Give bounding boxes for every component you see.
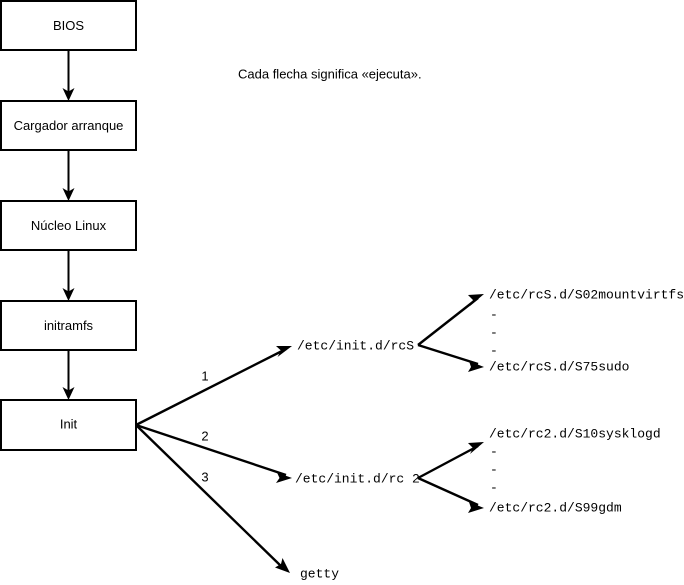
node-initramfs: initramfs: [0, 300, 137, 351]
node-kernel: Núcleo Linux: [0, 200, 137, 251]
init-branch-1-number: 1: [201, 368, 208, 383]
script-rc2-ellipsis-1: -: [490, 444, 498, 459]
node-bootloader-box: [0, 100, 137, 151]
script-group-rcs: /etc/rcS.d/S02mountvirtfs - - - /etc/rcS…: [417, 287, 684, 374]
node-init-box: [0, 399, 137, 451]
diagram-caption: Cada flecha significa «ejecuta».: [238, 66, 422, 81]
arrow-initramfs-to-init: [62, 350, 75, 400]
node-init-label: Init: [60, 416, 78, 431]
node-initramfs-box: [0, 300, 137, 351]
arrow-bios-to-bootloader: [62, 50, 75, 101]
script-rc2-last: /etc/rc2.d/S99gdm: [489, 500, 622, 515]
init-branch-1-target: /etc/init.d/rcS: [297, 338, 414, 353]
script-rc2-ellipsis-2: -: [490, 462, 498, 477]
arrow-bootloader-to-kernel: [62, 150, 75, 201]
node-bootloader: Cargador arranque: [0, 100, 137, 151]
node-kernel-label: Núcleo Linux: [31, 218, 107, 233]
node-initramfs-label: initramfs: [44, 318, 94, 333]
script-rcs-ellipsis-1: -: [490, 307, 498, 322]
script-rcs-ellipsis-3: -: [490, 343, 498, 358]
node-bios: BIOS: [0, 0, 137, 51]
node-init: Init: [0, 399, 137, 451]
init-branch-2-number: 2: [201, 428, 208, 443]
script-rc2-ellipsis-3: -: [490, 480, 498, 495]
script-rcs-first: /etc/rcS.d/S02mountvirtfs: [489, 287, 684, 302]
arrow-kernel-to-initramfs: [62, 250, 75, 301]
init-branch-1: 1 /etc/init.d/rcS: [135, 338, 414, 427]
node-bios-label: BIOS: [53, 18, 84, 33]
node-bios-box: [0, 0, 137, 51]
script-rc2-first: /etc/rc2.d/S10sysklogd: [489, 426, 661, 441]
init-branch-2: 2 /etc/init.d/rc 2: [135, 423, 420, 486]
boot-chain-group: BIOS Cargador arranque Núcleo Linux init…: [0, 0, 137, 451]
script-rcs-last: /etc/rcS.d/S75sudo: [489, 359, 629, 374]
script-group-rc2: /etc/rc2.d/S10sysklogd - - - /etc/rc2.d/…: [417, 426, 661, 515]
script-rcs-ellipsis-2: -: [490, 325, 498, 340]
init-branch-3-target: getty: [300, 566, 339, 581]
init-branch-3: 3 getty: [135, 424, 339, 581]
node-bootloader-label: Cargador arranque: [14, 118, 124, 133]
init-branch-3-number: 3: [201, 469, 208, 484]
init-branch-2-target: /etc/init.d/rc 2: [295, 471, 420, 486]
